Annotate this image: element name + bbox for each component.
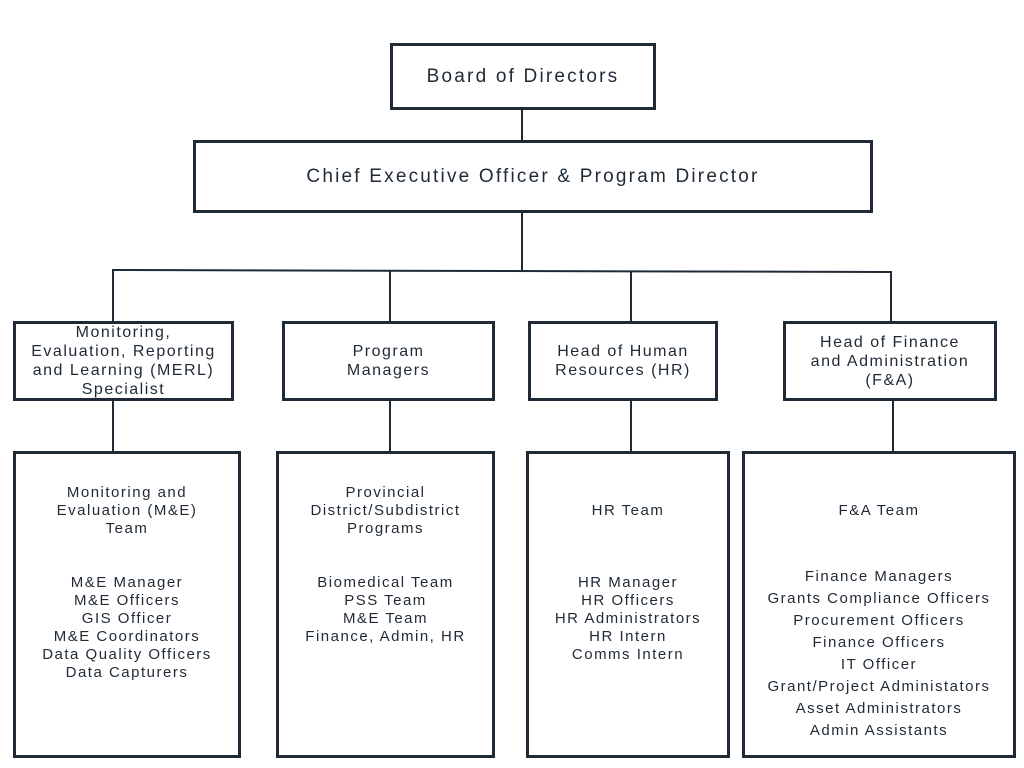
- ceo-box: Chief Executive Officer & Program Direct…: [193, 140, 873, 213]
- board-of-directors-box: Board of Directors: [390, 43, 656, 110]
- head-label: Head of Human Resources (HR): [555, 343, 691, 379]
- list-item: Finance, Admin, HR: [305, 628, 466, 645]
- list-item: HR Officers: [581, 592, 675, 609]
- fa-team-box: F&A Team Finance Managers Grants Complia…: [742, 451, 1016, 758]
- list-item: Biomedical Team: [317, 574, 454, 591]
- team-title: Provincial District/Subdistrict Programs: [310, 484, 461, 537]
- head-label: Program Managers: [346, 343, 431, 379]
- list-item: IT Officer: [840, 656, 918, 673]
- me-team-box: Monitoring and Evaluation (M&E) Team M&E…: [13, 451, 241, 758]
- head-of-finance-box: Head of Finance and Administration (F&A): [783, 321, 997, 401]
- team-title: HR Team: [591, 502, 665, 519]
- team-members-list: Finance Managers Grants Compliance Offic…: [767, 566, 990, 742]
- board-label: Board of Directors: [426, 66, 620, 87]
- list-item: PSS Team: [344, 592, 427, 609]
- list-item: Comms Intern: [571, 646, 685, 663]
- list-item: Data Capturers: [65, 664, 189, 681]
- team-members-list: HR Manager HR Officers HR Administrators…: [555, 574, 701, 664]
- hr-team-box: HR Team HR Manager HR Officers HR Admini…: [526, 451, 730, 758]
- merl-specialist-box: Monitoring, Evaluation, Reporting and Le…: [13, 321, 234, 401]
- list-item: Finance Managers: [804, 568, 954, 585]
- list-item: M&E Manager: [70, 574, 184, 591]
- team-title: Monitoring and Evaluation (M&E) Team: [56, 484, 198, 537]
- list-item: Data Quality Officers: [42, 646, 212, 663]
- list-item: Asset Administrators: [795, 700, 963, 717]
- list-item: HR Administrators: [554, 610, 702, 627]
- team-title: F&A Team: [838, 502, 920, 519]
- head-label: Head of Finance and Administration (F&A): [810, 333, 970, 389]
- list-item: M&E Team: [342, 610, 429, 627]
- list-item: M&E Coordinators: [53, 628, 201, 645]
- head-of-hr-box: Head of Human Resources (HR): [528, 321, 718, 401]
- ceo-label: Chief Executive Officer & Program Direct…: [306, 166, 760, 187]
- list-item: Admin Assistants: [809, 722, 949, 739]
- list-item: HR Manager: [577, 574, 679, 591]
- list-item: Procurement Officers: [793, 612, 965, 629]
- list-item: M&E Officers: [73, 592, 181, 609]
- list-item: Grants Compliance Officers: [767, 590, 991, 607]
- list-item: GIS Officer: [81, 610, 173, 627]
- team-members-list: M&E Manager M&E Officers GIS Officer M&E…: [42, 574, 212, 682]
- list-item: Finance Officers: [812, 634, 946, 651]
- programs-team-box: Provincial District/Subdistrict Programs…: [276, 451, 495, 758]
- connector-horizontal-bar: [111, 269, 893, 273]
- program-managers-box: Program Managers: [282, 321, 495, 401]
- head-label: Monitoring, Evaluation, Reporting and Le…: [31, 324, 216, 398]
- list-item: HR Intern: [589, 628, 667, 645]
- team-members-list: Biomedical Team PSS Team M&E Team Financ…: [305, 574, 465, 646]
- list-item: Grant/Project Administators: [767, 678, 991, 695]
